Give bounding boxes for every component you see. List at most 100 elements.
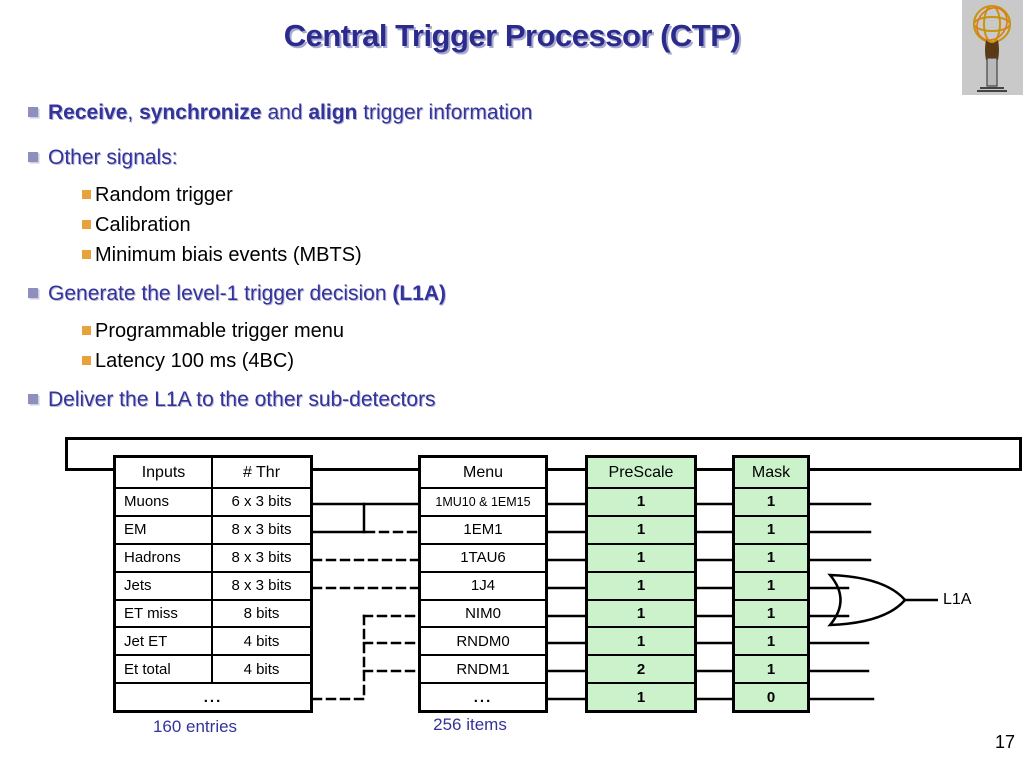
or-gate-icon [827, 573, 938, 627]
table-cell: 4 bits [243, 632, 280, 650]
menu-table-header: Menu [421, 458, 545, 489]
table-cell: ... [473, 688, 493, 706]
table-cell: 8 x 3 bits [231, 521, 292, 539]
square-bullet-icon [82, 190, 91, 199]
mask-output-lines [808, 502, 875, 701]
bullet-text: Generate the level-1 trigger decision [48, 282, 393, 305]
sub-bullet-item: Minimum biais events (MBTS) [28, 240, 984, 270]
bullet-text: (L1A) [392, 282, 447, 305]
table-row: 1 [735, 626, 807, 654]
table-cell: 1 [766, 549, 776, 567]
table-row: RNDM0 [421, 626, 545, 654]
square-bullet-icon [28, 288, 38, 298]
inputs-table-header: Inputs # Thr [116, 458, 310, 489]
table-cell: RNDM1 [456, 660, 510, 678]
table-row: 1 [735, 598, 807, 627]
sub-bullet-item: Calibration [28, 210, 984, 240]
bullet-text: Latency 100 ms (4BC) [95, 350, 294, 372]
table-cell: ... [203, 688, 223, 706]
bullet-text: Minimum biais events (MBTS) [95, 244, 362, 266]
menu-caption: 256 items [433, 715, 507, 734]
table-row: 1 [735, 654, 807, 682]
table-cell: 1 [636, 632, 646, 650]
bullet-list: Receive, synchronize and align trigger i… [28, 99, 984, 422]
table-row: 1 [735, 542, 807, 571]
page-title: Central Trigger Processor (CTP) [283, 18, 741, 53]
bullet-text: trigger information [357, 101, 533, 124]
square-bullet-icon [82, 250, 91, 259]
table-header-cell: PreScale [608, 463, 674, 481]
table-row: NIM0 [421, 598, 545, 627]
table-cell: 1TAU6 [460, 549, 506, 567]
table-row: 2 [588, 654, 694, 682]
table-cell: 1EM1 [463, 521, 503, 539]
bullet-text: Deliver the L1A to the other sub-detecto… [48, 388, 436, 411]
l1a-output-label: L1A [943, 591, 972, 608]
table-header-cell: Mask [751, 463, 791, 481]
bullet-item: Receive, synchronize and align trigger i… [28, 99, 984, 127]
bullet-text: align [308, 101, 358, 124]
table-cell: RNDM0 [456, 632, 510, 650]
sub-bullet-item: Latency 100 ms (4BC) [28, 346, 984, 376]
bullet-item: Generate the level-1 trigger decision (L… [28, 280, 984, 308]
table-cell: 1 [766, 577, 776, 595]
table-cell: Jets [116, 572, 213, 599]
table-cell: Hadrons [116, 544, 213, 571]
table-row: ... [421, 682, 545, 710]
table-row: ... [116, 682, 310, 710]
menu-to-prescale-lines [546, 502, 587, 701]
table-cell: 1 [766, 604, 776, 622]
table-row: 1 [588, 489, 694, 515]
table-row: 1 [588, 626, 694, 654]
bullet-text: synchronize [139, 101, 262, 124]
table-cell: 1 [636, 688, 646, 706]
table-cell: 4 bits [243, 660, 280, 678]
bullet-text: and [261, 101, 309, 124]
table-cell: ET miss [116, 600, 213, 627]
table-cell: 2 [636, 660, 646, 678]
table-row: 1TAU6 [421, 542, 545, 571]
square-bullet-icon [82, 220, 91, 229]
table-cell: NIM0 [465, 604, 501, 622]
table-row: 0 [735, 682, 807, 710]
table-header-cell: # Thr [242, 463, 281, 481]
table-cell: 1 [636, 577, 646, 595]
mask-table: Mask 1 1 1 1 1 1 1 0 [732, 455, 810, 713]
square-bullet-icon [82, 356, 91, 365]
bullet-text: Receive [48, 101, 128, 124]
bullet-text: Other signals: [48, 146, 178, 169]
table-row: 1 [735, 570, 807, 599]
table-cell: 1 [766, 493, 776, 511]
table-cell: 1 [766, 632, 776, 650]
table-row: 1 [588, 570, 694, 599]
bullet-text: Random trigger [95, 184, 233, 206]
square-bullet-icon [82, 326, 91, 335]
bullet-item: Deliver the L1A to the other sub-detecto… [28, 386, 984, 414]
table-row: 1 [588, 542, 694, 571]
sub-bullet-item: Programmable trigger menu [28, 316, 984, 346]
table-row: 1 [588, 682, 694, 710]
inputs-caption: 160 entries [152, 717, 238, 736]
atlas-logo-icon [962, 0, 1023, 95]
table-cell: 1 [636, 493, 646, 511]
table-cell: 1 [766, 521, 776, 539]
table-row: RNDM1 [421, 654, 545, 682]
page-number: 17 [994, 732, 1015, 752]
table-cell: 1 [636, 604, 646, 622]
square-bullet-icon [28, 152, 38, 162]
table-row: 1 [588, 598, 694, 627]
table-cell: EM [116, 516, 213, 543]
table-header-cell: Inputs [116, 458, 213, 487]
table-cell: 1 [766, 660, 776, 678]
bullet-item: Other signals: [28, 144, 984, 172]
table-cell: 6 x 3 bits [231, 493, 292, 511]
